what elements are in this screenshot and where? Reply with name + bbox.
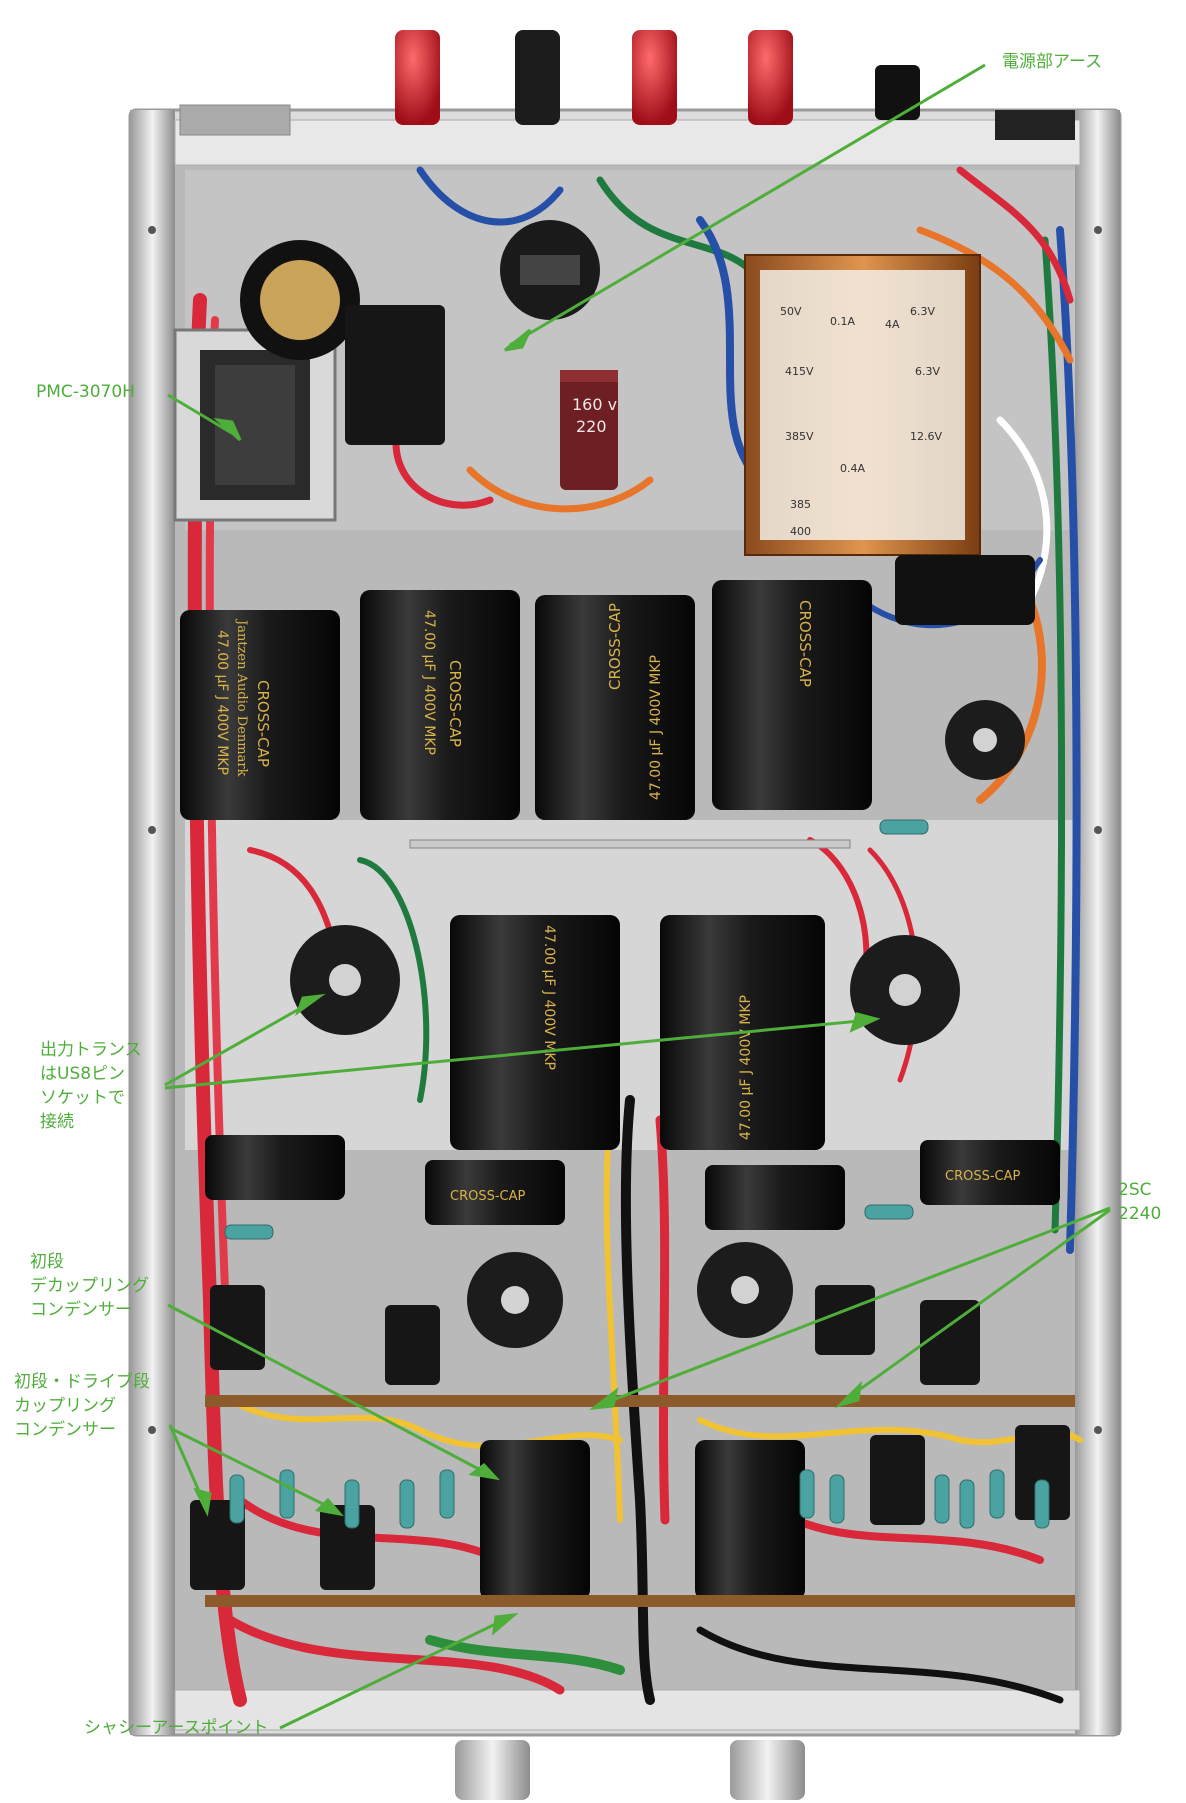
label-power-ground: 電源部アース xyxy=(1002,52,1103,72)
cap-rating: 47.00 µF J 400V MKP xyxy=(541,925,557,1070)
tap-label: 6.3V xyxy=(915,365,940,378)
chassis-feet xyxy=(455,1740,805,1800)
label-line: デカップリング xyxy=(30,1276,149,1296)
tap-label: 6.3V xyxy=(910,305,935,318)
cap-rating: 47.00 µF J 400V MKP xyxy=(648,655,664,800)
electrolytic-capacitor: 160 v 220 xyxy=(345,305,618,490)
cross-cap-row-1: CROSS-CAP Jantzen Audio Denmark 47.00 µF… xyxy=(180,555,1035,820)
cap-brand: CROSS-CAP xyxy=(796,600,814,687)
elcap-capacitance: 220 xyxy=(576,417,607,436)
elcap-voltage: 160 v xyxy=(572,395,617,414)
label-line: ソケットで xyxy=(40,1088,125,1108)
tap-label: 385 xyxy=(790,498,811,511)
leader-lines xyxy=(164,63,1111,1730)
tap-label: 400 xyxy=(790,525,811,538)
vcap-coupling-caps xyxy=(190,1285,1070,1590)
label-line: 初段 xyxy=(30,1252,64,1272)
resistors xyxy=(224,819,1050,1529)
label-output-transformer: 出力トランス はUS8ピン ソケットで 接続 xyxy=(40,1038,142,1134)
label-line: 2SC xyxy=(1118,1180,1152,1200)
label-decoupling-cap: 初段 デカップリング コンデンサー xyxy=(30,1250,149,1322)
cap-brand: CROSS-CAP xyxy=(945,1169,1021,1184)
tap-label: 0.1A xyxy=(830,315,855,328)
power-transformer xyxy=(173,240,360,522)
label-line: カップリング xyxy=(14,1396,116,1416)
tap-label: 50V xyxy=(780,305,802,318)
label-2sc2240: 2SC 2240 xyxy=(1118,1178,1161,1226)
cap-maker: Jantzen Audio Denmark xyxy=(234,618,249,777)
label-line: 出力トランス xyxy=(40,1040,142,1060)
tap-label: 415V xyxy=(785,365,814,378)
tube-socket-top xyxy=(500,220,600,320)
tap-label: 0.4A xyxy=(840,462,865,475)
label-line: 初段・ドライブ段 xyxy=(14,1372,150,1392)
tap-label: 385V xyxy=(785,430,814,443)
label-power-transformer: PMC-3070H xyxy=(36,382,135,402)
main-transformer: 50V 0.1A 6.3V 4A 415V 6.3V 385V 0.4A 12.… xyxy=(744,254,981,556)
label-coupling-cap: 初段・ドライブ段 カップリング コンデンサー xyxy=(14,1370,150,1442)
label-line: コンデンサー xyxy=(14,1420,116,1440)
tap-label: 4A xyxy=(885,318,900,331)
film-caps-row: CROSS-CAP CROSS-CAP xyxy=(205,1135,1060,1230)
binding-posts xyxy=(179,30,1075,140)
cap-rating: 47.00 µF J 400V MKP xyxy=(738,995,754,1140)
tap-label: 12.6V xyxy=(910,430,942,443)
label-chassis-ground: シャシーアースポイント xyxy=(84,1718,269,1738)
cap-brand: CROSS-CAP xyxy=(446,660,464,747)
cap-brand: CROSS-CAP xyxy=(450,1189,526,1204)
cross-cap-bottom xyxy=(480,1440,805,1600)
cap-rating: 47.00 µF J 400V MKP xyxy=(214,630,230,775)
label-line: 接続 xyxy=(40,1112,74,1132)
cap-brand: CROSS-CAP xyxy=(606,603,624,690)
label-line: 2240 xyxy=(1118,1204,1162,1224)
octal-sockets xyxy=(290,700,1025,1348)
cap-brand: CROSS-CAP xyxy=(254,680,272,767)
label-line: はUS8ピン xyxy=(40,1064,126,1084)
cap-rating: 47.00 µF J 400V MKP xyxy=(421,610,437,755)
label-line: コンデンサー xyxy=(30,1300,132,1320)
